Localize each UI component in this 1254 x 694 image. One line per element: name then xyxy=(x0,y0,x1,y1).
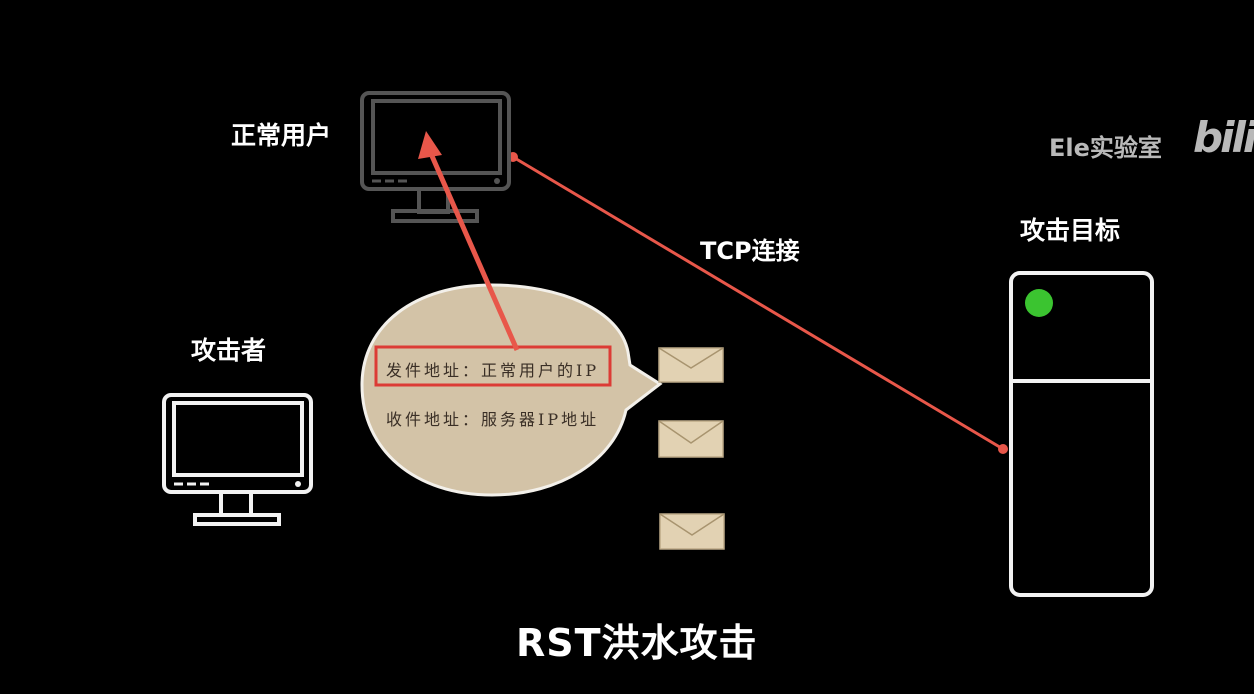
status-light xyxy=(1025,289,1053,317)
envelope-icon xyxy=(659,513,725,550)
target-label: 攻击目标 xyxy=(1020,216,1121,245)
tcp-line-endpoint-target xyxy=(998,444,1008,454)
attacker-label: 攻击者 xyxy=(191,336,267,365)
watermark-text: Ele实验室 xyxy=(1049,134,1162,162)
source-address-highlight xyxy=(374,345,612,387)
normal-user-label: 正常用户 xyxy=(231,121,332,150)
packet-destination-address: 收件地址：服务器IP地址 xyxy=(386,410,600,429)
normal-user-monitor-icon xyxy=(360,91,511,223)
attacker-monitor-icon xyxy=(162,393,313,526)
bilibili-logo: bili xyxy=(1193,113,1254,162)
envelope-icon xyxy=(658,420,724,458)
spoof-arrow-line xyxy=(429,154,520,352)
target-server-icon xyxy=(1009,271,1154,597)
envelope-icon xyxy=(658,347,724,383)
diagram-title: RST洪水攻击 xyxy=(516,621,758,665)
forged-packet-bubble xyxy=(360,283,663,497)
packet-source-address: 发件地址：正常用户的IP xyxy=(386,361,600,380)
spoof-arrow-head xyxy=(418,131,442,159)
tcp-connection-line xyxy=(512,155,1004,451)
tcp-connection-label: TCP连接 xyxy=(700,237,800,265)
